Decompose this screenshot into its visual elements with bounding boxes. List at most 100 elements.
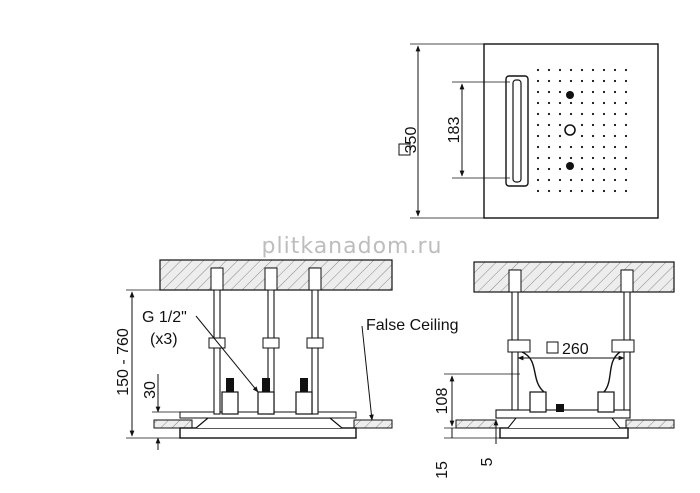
nozzle-dot [547, 134, 551, 138]
nozzle-dot [613, 68, 617, 72]
nozzle-grid [536, 68, 628, 193]
nozzle-dot [602, 189, 606, 193]
nozzle-dot [558, 167, 562, 171]
nozzle-dot [569, 189, 573, 193]
nozzle-dot [558, 145, 562, 149]
side-view: 260 108 15 5 [434, 261, 675, 479]
center-nozzle [564, 124, 576, 136]
inlet-body-2 [257, 378, 275, 415]
nozzle-dot [624, 90, 628, 94]
nozzle-dot [591, 167, 595, 171]
nozzle-dot [558, 178, 562, 182]
thread-count-label: (x3) [150, 331, 178, 348]
dim-5-label: 5 [479, 457, 496, 466]
nozzle-dot [558, 123, 562, 127]
false-ceiling-right [353, 419, 393, 429]
nozzle-dot [602, 134, 606, 138]
nozzle-dot [569, 112, 573, 116]
nozzle-dot [591, 90, 595, 94]
nozzle-dot [547, 156, 551, 160]
false-ceiling-label: False Ceiling [366, 317, 458, 334]
nozzle-dot [536, 123, 540, 127]
false-ceiling-left-side [455, 419, 497, 429]
nozzle-dot [624, 68, 628, 72]
nozzle-dot [591, 178, 595, 182]
false-ceiling-right-side [625, 419, 675, 429]
side-inlet-body-right [597, 391, 615, 413]
inlet-body-3 [295, 378, 313, 415]
nozzle-dot [580, 134, 584, 138]
nozzle-dot [558, 79, 562, 83]
nozzle-dot [602, 90, 606, 94]
threaded-rod-3 [306, 267, 324, 415]
nozzle-dot [624, 134, 628, 138]
inlet-body-1 [221, 378, 239, 415]
nozzle-dot [558, 112, 562, 116]
nozzle-dot [602, 79, 606, 83]
nozzle-dot [536, 145, 540, 149]
nozzle-dot [536, 167, 540, 171]
nozzle-dot [613, 189, 617, 193]
nozzle-dot [536, 189, 540, 193]
nozzle-dot [602, 68, 606, 72]
nozzle-dot [613, 178, 617, 182]
nozzle-dot [602, 167, 606, 171]
nozzle-dot [547, 68, 551, 72]
nozzle-dot [558, 90, 562, 94]
nozzle-dot [580, 123, 584, 127]
nozzle-dot [547, 123, 551, 127]
nozzle-dot [591, 101, 595, 105]
nozzle-dot [591, 134, 595, 138]
nozzle-dot [591, 156, 595, 160]
nozzle-dot [591, 79, 595, 83]
dim-30-label: 30 [142, 381, 159, 399]
nozzle-dot [613, 123, 617, 127]
nozzle-dot [580, 90, 584, 94]
nozzle-dot [613, 134, 617, 138]
nozzle-dot [558, 68, 562, 72]
nozzle-dot [536, 112, 540, 116]
nozzle-dot [547, 145, 551, 149]
side-nozzle-bottom [566, 162, 574, 170]
nozzle-dot [558, 134, 562, 138]
nozzle-dot [580, 145, 584, 149]
dim-183-label: 183 [446, 117, 463, 144]
nozzle-dot [580, 79, 584, 83]
watermark: plitkanadom.ru [262, 234, 443, 259]
nozzle-dot [624, 145, 628, 149]
nozzle-dot [624, 101, 628, 105]
nozzle-dot [558, 156, 562, 160]
nozzle-dot [547, 178, 551, 182]
nozzle-dot [547, 90, 551, 94]
nozzle-dot [580, 68, 584, 72]
nozzle-dot [536, 90, 540, 94]
nozzle-dot [624, 167, 628, 171]
nozzle-dot [624, 189, 628, 193]
square-symbol-side [546, 341, 559, 354]
nozzle-dot [569, 68, 573, 72]
dim-350-label: 350 [403, 127, 420, 154]
nozzle-dot [547, 189, 551, 193]
nozzle-dot [536, 68, 540, 72]
dim-150-760-label: 150 - 760 [115, 328, 132, 396]
nozzle-dot [613, 79, 617, 83]
nozzle-dot [536, 79, 540, 83]
nozzle-dot [624, 123, 628, 127]
nozzle-dot [624, 178, 628, 182]
dim-108-label: 108 [434, 388, 451, 415]
nozzle-dot [613, 167, 617, 171]
nozzle-dot [569, 156, 573, 160]
dim-15-label: 15 [434, 461, 451, 479]
nozzle-dot [547, 112, 551, 116]
nozzle-dot [602, 112, 606, 116]
shower-plate [179, 427, 357, 439]
nozzle-dot [536, 178, 540, 182]
nozzle-dot [613, 156, 617, 160]
false-ceiling-leader [361, 325, 374, 421]
thread-label: G 1/2" [142, 309, 187, 326]
nozzle-dot [613, 112, 617, 116]
side-inlet-body-left [529, 391, 547, 413]
nozzle-dot [624, 79, 628, 83]
nozzle-dot [624, 156, 628, 160]
nozzle-dot [569, 145, 573, 149]
